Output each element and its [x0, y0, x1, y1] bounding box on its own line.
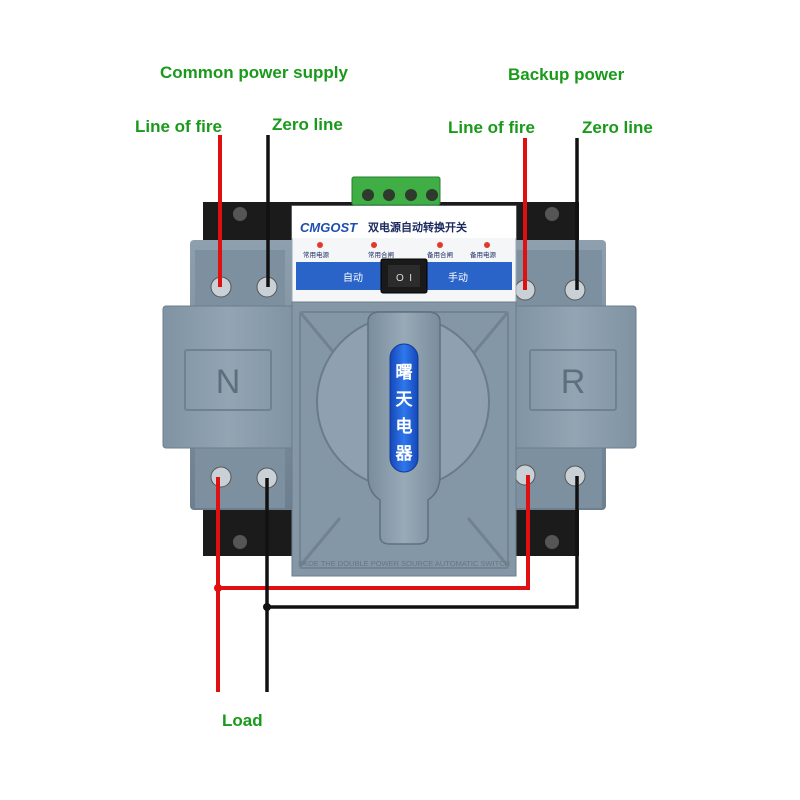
line-of-fire-right-label: Line of fire — [448, 118, 535, 137]
indicator-label: 常用合闸 — [368, 250, 394, 259]
indicator-label: 备用电源 — [470, 250, 497, 259]
line-of-fire-left-label: Line of fire — [135, 117, 222, 136]
rocker-switch-marks: O I — [396, 273, 412, 284]
load-label: Load — [222, 711, 263, 730]
handle-brand-badge — [389, 343, 419, 473]
handle-char: 器 — [395, 444, 414, 464]
right-cover-letter: R — [561, 363, 586, 401]
indicator-label: 备用合闸 — [427, 250, 453, 259]
neutral-wires — [265, 135, 579, 692]
handle-char: 曙 — [396, 363, 413, 383]
terminal-screws — [362, 189, 438, 201]
product-title: 双电源自动转换开关 — [368, 220, 467, 234]
rail-hole-icon — [545, 207, 559, 221]
rail-hole-icon — [233, 207, 247, 221]
indicator-leds — [317, 242, 490, 248]
backup-power-label: Backup power — [508, 65, 625, 84]
rail-hole-icon — [545, 535, 559, 549]
zero-line-left-label: Zero line — [272, 115, 343, 134]
handle-char: 天 — [396, 390, 414, 410]
bottom-terminal-blocks — [195, 448, 602, 508]
indicator-label: 常用电源 — [303, 250, 330, 259]
brand-logo: CMGOST — [300, 220, 358, 235]
rail-hole-icon — [233, 535, 247, 549]
handle-char: 电 — [396, 416, 413, 437]
common-power-supply-label: Common power supply — [160, 63, 348, 82]
mode-auto-label: 自动 — [343, 271, 363, 284]
wire-junction-dots — [214, 584, 271, 611]
left-cover-letter: N — [216, 363, 241, 401]
zero-line-right-label: Zero line — [582, 118, 653, 137]
housing-bottom-text: SKOE THE DOUBLE POWER SOURCE AUTOMATIC S… — [298, 559, 510, 568]
mode-manual-label: 手动 — [448, 271, 468, 284]
control-terminal-block — [351, 176, 441, 206]
